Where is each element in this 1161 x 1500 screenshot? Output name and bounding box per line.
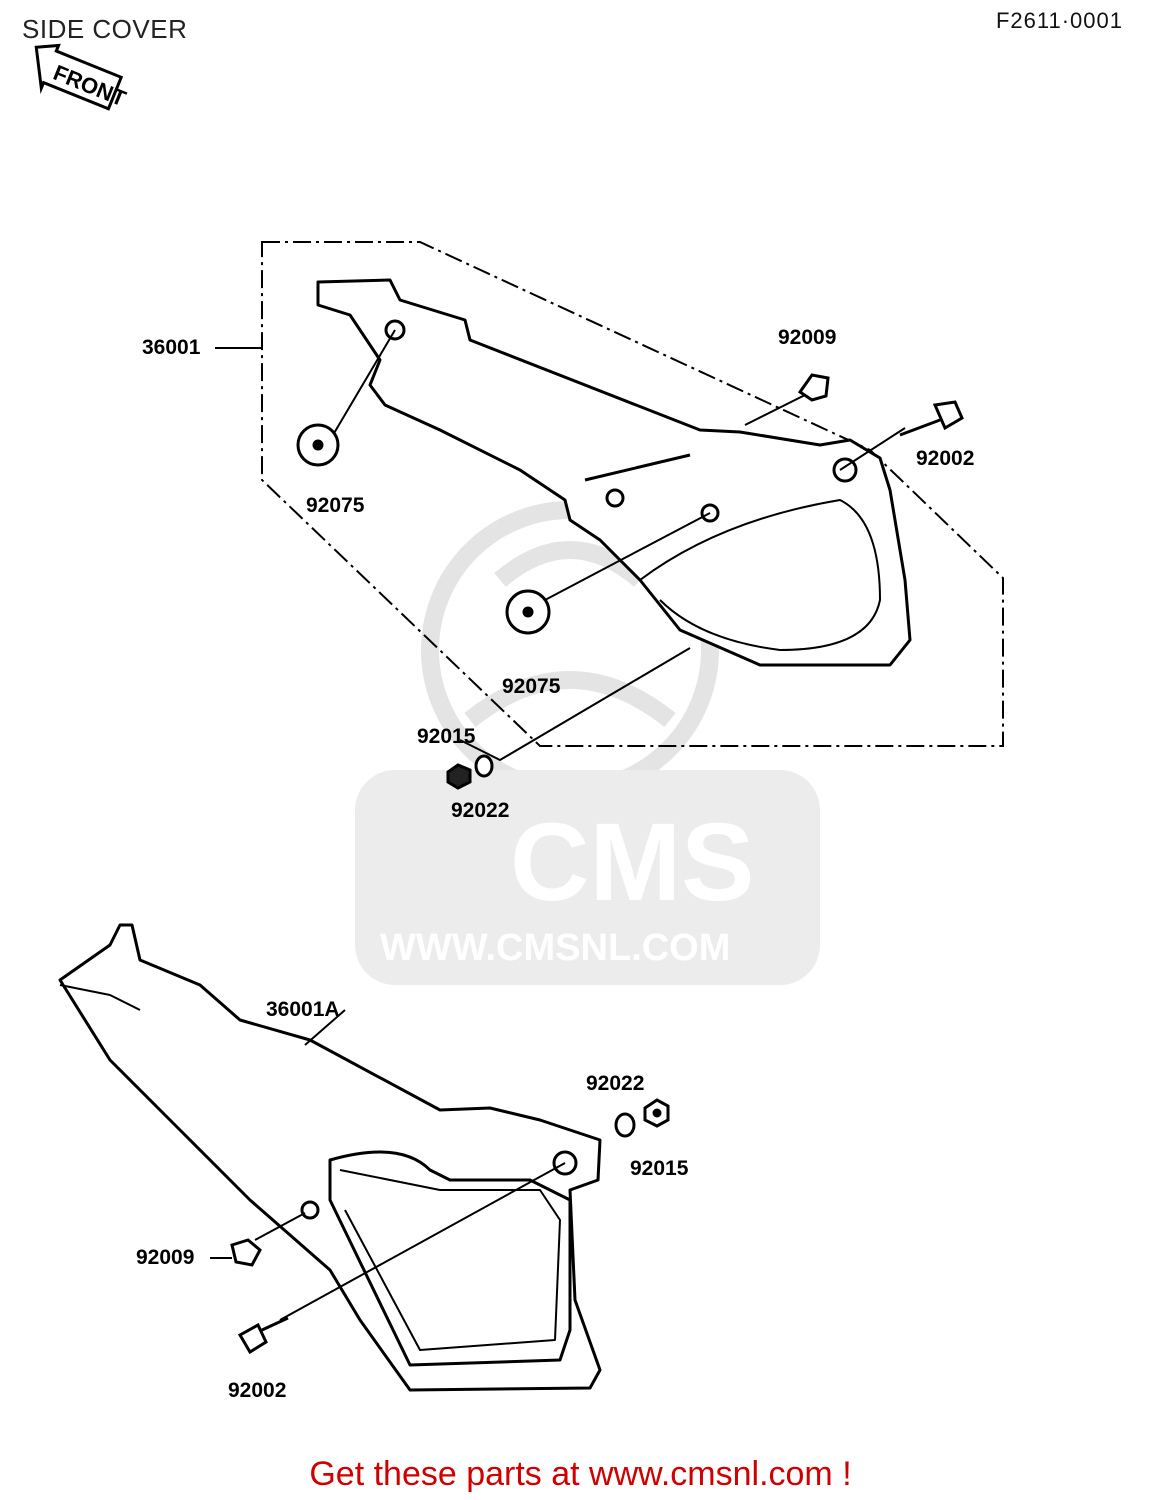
nut-icon-upper [446, 763, 472, 790]
washer-icon-lower [614, 1112, 636, 1138]
label-36001: 36001 [142, 336, 201, 359]
label-92009-upper: 92009 [778, 326, 837, 349]
label-36001A: 36001A [266, 998, 340, 1021]
label-92002-upper: 92002 [916, 447, 975, 470]
lower-leader-lines [210, 1009, 566, 1321]
bolt-icon-upper [899, 400, 964, 437]
watermark-brand: CMS [510, 801, 754, 924]
label-92075-left: 92075 [306, 494, 365, 517]
label-92022-upper: 92022 [451, 799, 510, 822]
label-92015-lower: 92015 [630, 1157, 689, 1180]
watermark-badge: CMS WWW.CMSNL.COM [355, 770, 820, 985]
upper-assembly-boundary [261, 241, 1004, 747]
lower-side-cover [58, 923, 602, 1392]
label-92002-lower: 92002 [228, 1379, 287, 1402]
upper-leader-lines [215, 329, 906, 762]
diagram-title: SIDE COVER [22, 14, 188, 44]
label-92009-lower: 92009 [136, 1246, 195, 1269]
figure-code: F2611·0001 [995, 8, 1123, 33]
watermark-url: WWW.CMSNL.COM [380, 927, 730, 969]
front-arrow-icon: FRONT [34, 43, 130, 112]
grommet-icon-upper-left [296, 423, 340, 467]
footer-link[interactable]: Get these parts at www.cmsnl.com ! [309, 1455, 852, 1493]
label-92022-lower: 92022 [586, 1072, 645, 1095]
upper-side-cover [316, 278, 912, 667]
collar-icon-lower [230, 1238, 262, 1267]
nut-icon-lower [643, 1098, 670, 1128]
grommet-icon-upper-center [505, 589, 551, 635]
label-92075-center: 92075 [502, 675, 561, 698]
label-92015-upper: 92015 [417, 725, 476, 748]
collar-icon-upper [797, 373, 830, 402]
bolt-icon-lower [237, 1316, 289, 1355]
washer-icon-upper [474, 754, 494, 778]
